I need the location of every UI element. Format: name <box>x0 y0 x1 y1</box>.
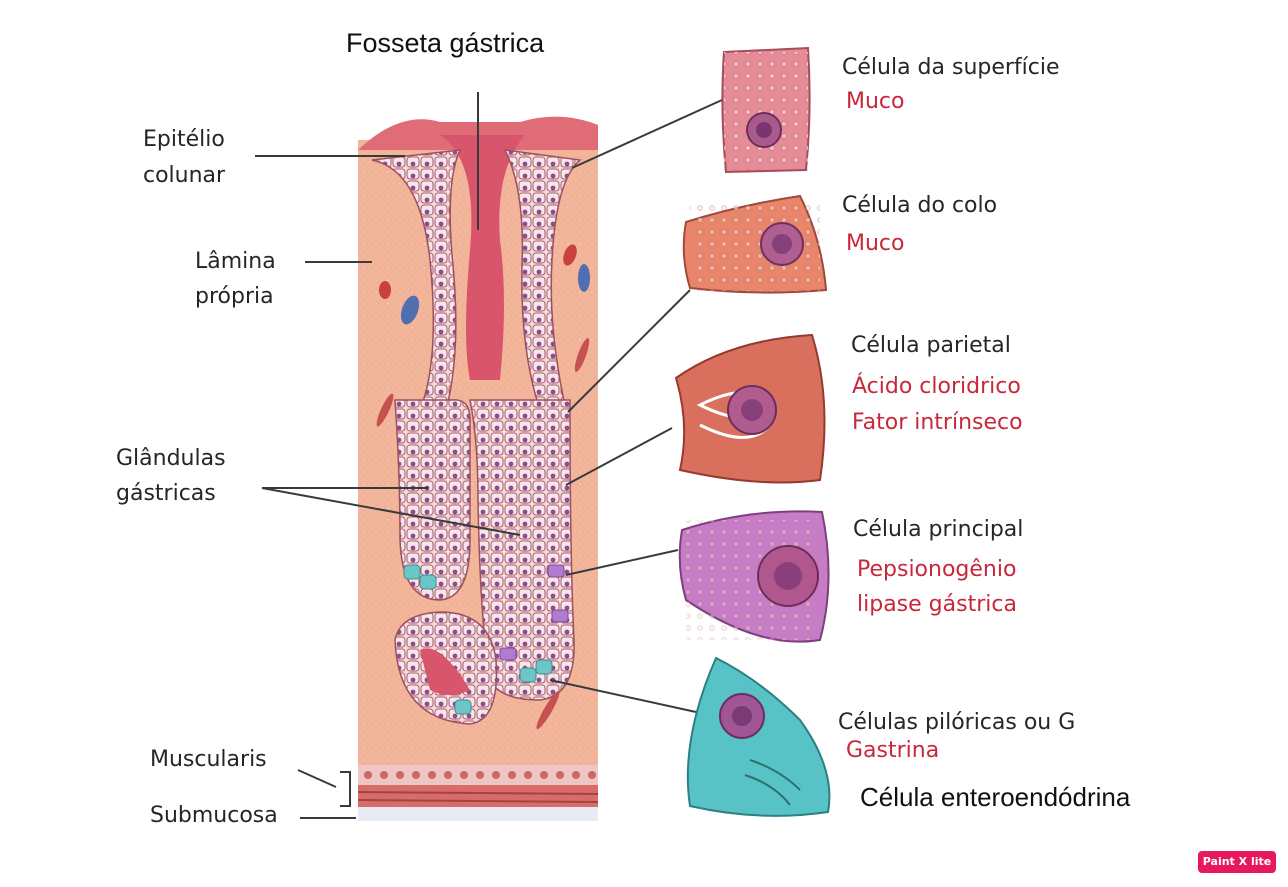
cell-surface-name: Célula da superfície <box>842 55 1060 80</box>
label-epitelio-line2: colunar <box>143 163 226 188</box>
label-submucosa: Submucosa <box>150 803 278 828</box>
paint-x-lite-badge: Paint X lite <box>1198 851 1276 873</box>
label-lamina-line1: Lâmina <box>195 249 276 274</box>
cell-chief-product-2: lipase gástrica <box>857 592 1017 617</box>
cell-chief-name: Célula principal <box>853 517 1024 542</box>
cell-g-product: Gastrina <box>846 738 940 763</box>
label-epitelio-line1: Epitélio <box>143 127 225 152</box>
label-lamina-line2: própria <box>195 284 274 309</box>
parietal-cell-illustration <box>674 333 826 484</box>
cell-chief-product-1: Pepsionogênio <box>857 557 1017 582</box>
title-fosseta-gastrica: Fosseta gástrica <box>346 28 545 58</box>
cell-parietal-product-2: Fator intrínseco <box>852 410 1023 435</box>
cell-parietal-name: Célula parietal <box>851 333 1011 358</box>
label-enteroendocrine: Célula enteroendódrina <box>860 782 1131 812</box>
cell-g-name: Células pilóricas ou G <box>838 710 1076 735</box>
cell-parietal-product-1: Ácido cloridrico <box>852 374 1021 399</box>
cell-neck-product: Muco <box>846 231 905 256</box>
label-glandulas-line2: gástricas <box>116 481 216 506</box>
cell-neck-name: Célula do colo <box>842 193 998 218</box>
g-cell-illustration <box>686 656 831 817</box>
chief-cell-illustration <box>678 510 830 643</box>
label-glandulas-line1: Glândulas <box>116 446 226 471</box>
cell-surface-product: Muco <box>846 89 905 114</box>
label-muscularis: Muscularis <box>150 747 267 772</box>
surface-cell-illustration <box>721 46 811 174</box>
neck-cell-illustration <box>682 194 828 294</box>
leader-lines <box>255 92 723 819</box>
tissue-block <box>357 116 599 821</box>
